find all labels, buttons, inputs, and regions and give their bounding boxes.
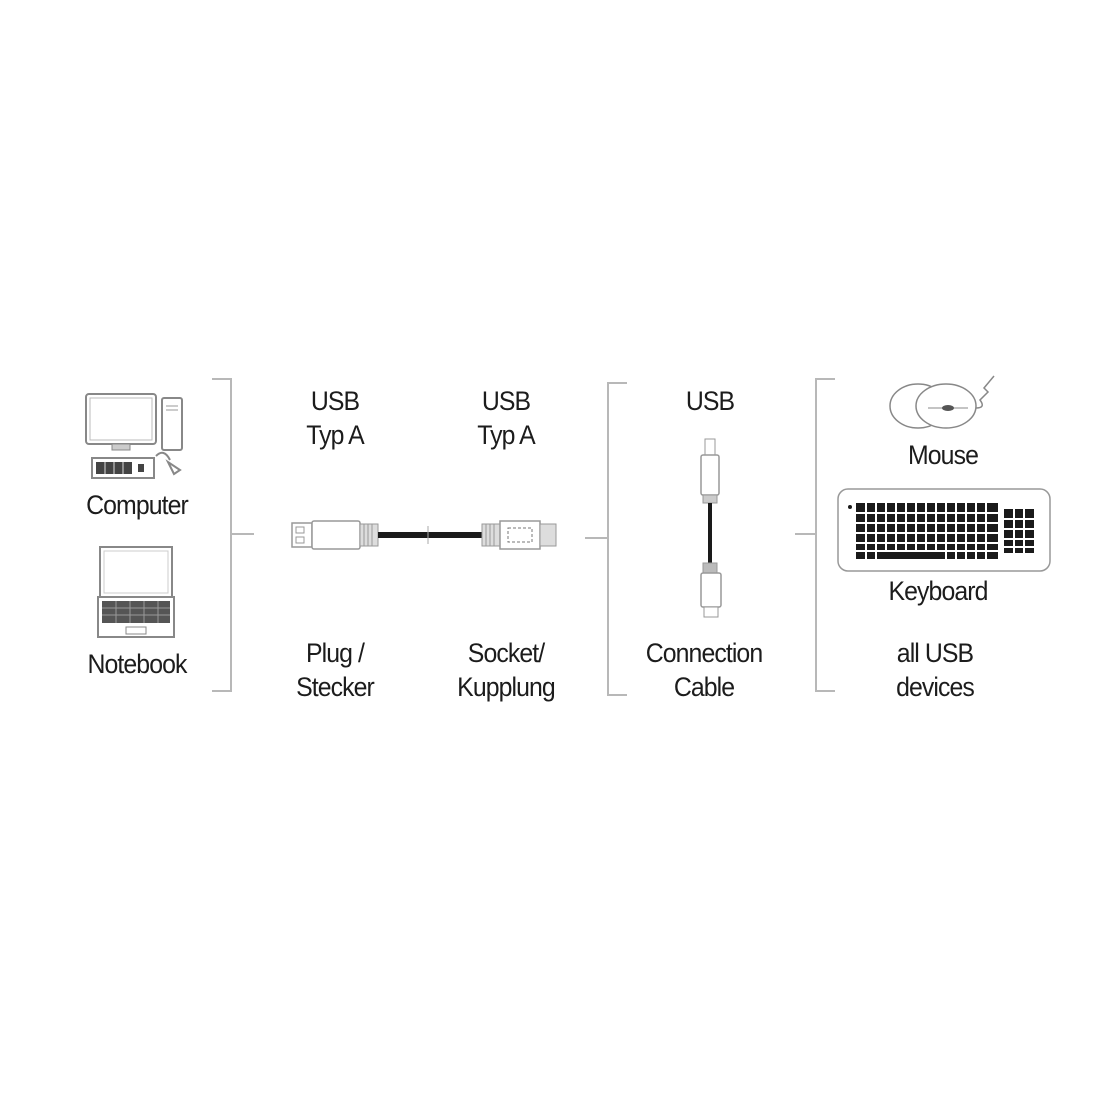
cable-type-label: USB xyxy=(685,386,735,416)
host-group-connector xyxy=(232,533,254,535)
notebook-label: Notebook xyxy=(87,649,188,679)
computer-label: Computer xyxy=(86,490,189,520)
cable-group-connector-left xyxy=(585,537,609,539)
usb-a-extension-adapter-icon xyxy=(291,520,557,550)
cable-caption: Connection Cable xyxy=(645,638,763,702)
devices-group-connector xyxy=(795,533,817,535)
keyboard-icon xyxy=(837,488,1051,572)
keyboard-label: Keyboard xyxy=(888,576,989,606)
socket-type-label: USB Typ A xyxy=(477,386,535,450)
mouse-icon xyxy=(889,375,995,429)
devices-group-bracket xyxy=(815,378,835,692)
all-usb-devices-caption: all USB devices xyxy=(896,638,975,702)
notebook-icon xyxy=(97,546,175,638)
usb-connection-cable-icon xyxy=(700,438,722,618)
cable-group-bracket xyxy=(607,382,627,696)
mouse-label: Mouse xyxy=(908,440,979,470)
plug-caption: Plug / Stecker xyxy=(296,638,375,702)
host-group-bracket xyxy=(212,378,232,692)
plug-type-label: USB Typ A xyxy=(306,386,364,450)
desktop-computer-icon xyxy=(85,393,183,479)
socket-caption: Socket/ Kupplung xyxy=(457,638,556,702)
